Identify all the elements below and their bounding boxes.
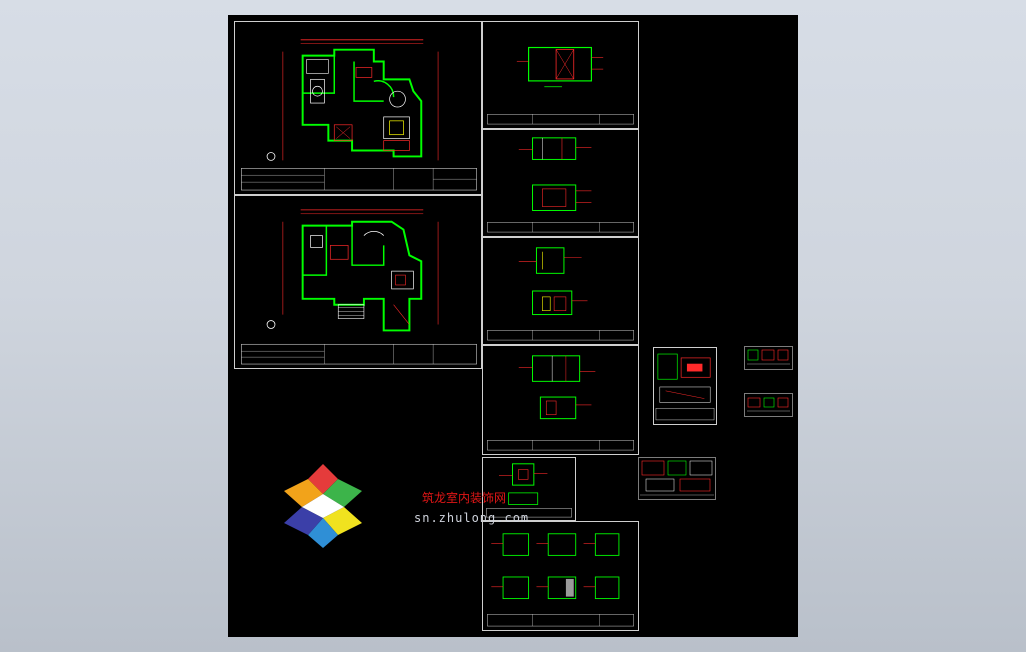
elevation-sheet-6[interactable] bbox=[482, 521, 639, 631]
elevation-sheet-3[interactable] bbox=[482, 237, 639, 345]
elevation-5-drawing bbox=[486, 463, 572, 518]
floor-plan-sheet-1[interactable] bbox=[234, 21, 482, 195]
elevation-sheet-2[interactable] bbox=[482, 129, 639, 237]
zhulong-logo-icon bbox=[284, 464, 362, 548]
elevation-4-drawing bbox=[487, 355, 634, 451]
elevation-2-drawing bbox=[487, 137, 634, 233]
elevation-1-drawing bbox=[487, 46, 634, 125]
elevation-sheet-1[interactable] bbox=[482, 21, 639, 129]
detail-1-drawing bbox=[655, 353, 715, 421]
detail-4-drawing bbox=[638, 457, 716, 500]
elevation-sheet-5[interactable] bbox=[482, 457, 576, 521]
detail-sheet-2[interactable] bbox=[744, 346, 793, 370]
detail-sheet-3[interactable] bbox=[744, 393, 793, 417]
detail-3-drawing bbox=[744, 393, 793, 417]
detail-2-drawing bbox=[744, 346, 793, 370]
elevation-3-drawing bbox=[487, 247, 634, 341]
floor-plan-sheet-2[interactable] bbox=[234, 195, 482, 369]
detail-sheet-4[interactable] bbox=[638, 457, 716, 500]
floor-plan-2-drawing bbox=[241, 209, 477, 365]
elevation-sheet-4[interactable] bbox=[482, 345, 639, 455]
floor-plan-1-drawing bbox=[241, 39, 477, 191]
detail-sheet-1[interactable] bbox=[653, 347, 717, 425]
watermark-url-text: sn.zhulong.com bbox=[414, 511, 530, 525]
watermark-chinese-text: 筑龙室内装饰网 bbox=[422, 491, 507, 505]
zhulong-watermark: 筑龙室内装饰网 sn.zhulong.com bbox=[278, 461, 538, 551]
elevation-6-drawing bbox=[487, 533, 634, 627]
drawing-canvas[interactable]: 筑龙室内装饰网 sn.zhulong.com bbox=[228, 15, 798, 637]
